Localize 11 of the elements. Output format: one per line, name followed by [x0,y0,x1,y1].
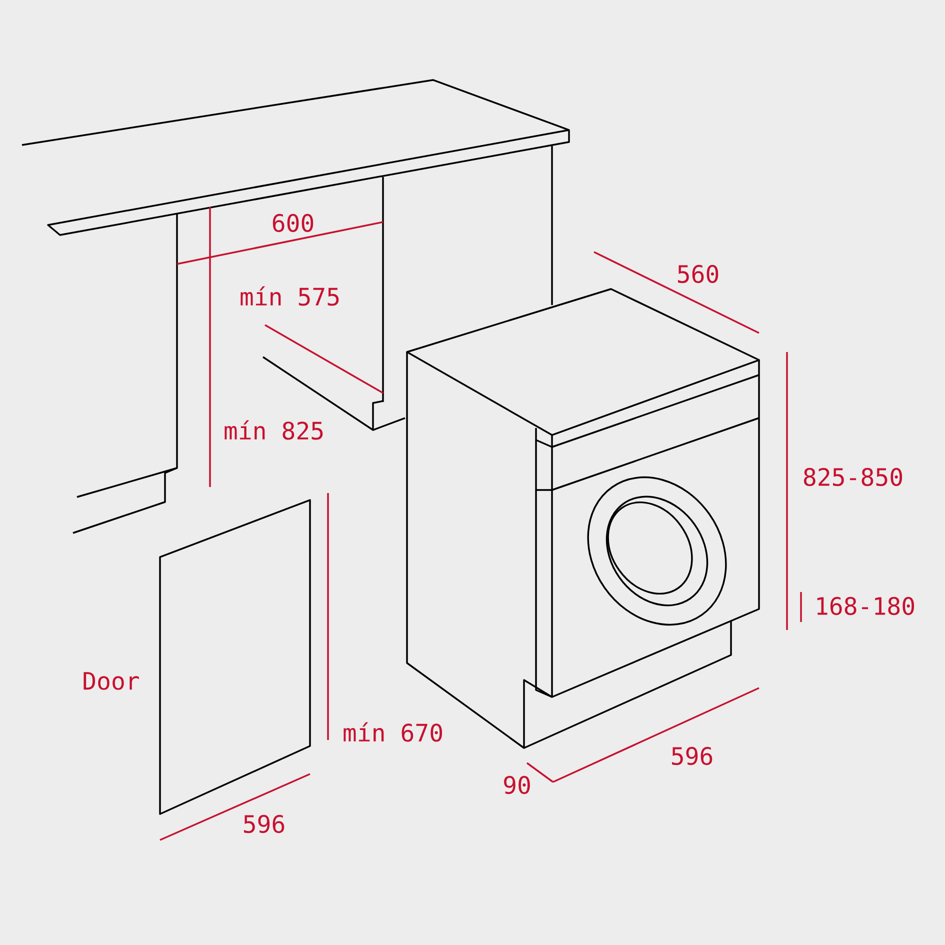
dimension-label: 600 [272,214,314,232]
dimension-label: 825-850 [804,468,902,486]
dimension-label: 596 [244,814,284,834]
dimension-label: mín 575 [240,286,339,306]
dimension-label: mín 825 [224,420,323,440]
dimension-label: mín 670 [344,722,442,742]
dimension-label: 560 [678,264,718,284]
dimension-label: 168-180 [817,596,914,616]
dimension-label: 90 [504,776,530,794]
part-label: Door [84,672,139,690]
dimension-label: 596 [672,746,712,766]
